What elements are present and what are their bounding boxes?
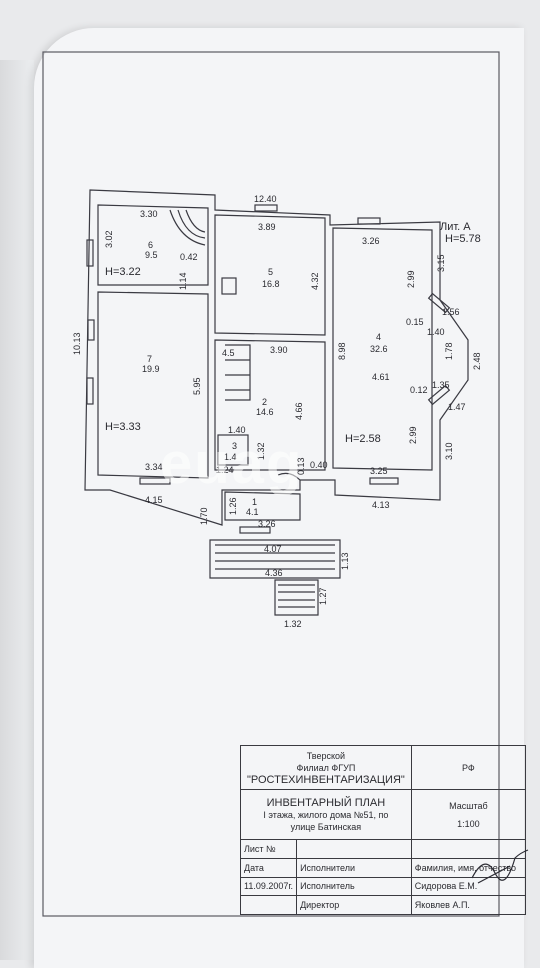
scale-cell: Масштаб 1:100 [410,789,527,840]
page-background [0,60,34,960]
executors-label: Исполнители [296,857,412,878]
svg-text:1.26: 1.26 [228,497,238,515]
svg-text:4.61: 4.61 [372,372,390,382]
room-area: 32.6 [370,344,388,354]
svg-text:1.35: 1.35 [432,380,450,390]
total-height-label: H=5.78 [445,233,481,245]
svg-text:3.10: 3.10 [444,442,454,460]
svg-text:1.27: 1.27 [318,587,328,605]
svg-text:0.40: 0.40 [310,460,328,470]
director-name: Яковлев А.П. [410,895,527,915]
date-label: Дата [239,857,298,878]
svg-text:0.12: 0.12 [410,385,428,395]
svg-text:3.34: 3.34 [145,462,163,472]
watermark: euag [160,431,304,496]
room-number: 5 [268,267,273,277]
svg-text:3.89: 3.89 [258,222,276,232]
svg-text:5.95: 5.95 [192,377,202,395]
svg-text:1.40: 1.40 [228,425,246,435]
svg-text:1.70: 1.70 [199,507,209,525]
svg-text:10.13: 10.13 [72,332,82,355]
svg-text:12.40: 12.40 [254,194,277,204]
room-3: 3 1.4 [224,441,237,462]
sheet-label: Лист № [239,839,298,859]
date-value: 11.09.2007г. [239,876,298,897]
svg-text:3.26: 3.26 [258,519,276,529]
svg-text:1.47: 1.47 [448,402,466,412]
svg-text:3.25: 3.25 [370,466,388,476]
room-number: 2 [262,397,267,407]
title-cell: ИНВЕНТАРНЫЙ ПЛАН I этажа, жилого дома №5… [240,789,412,840]
dimensions: 12.40 3.30 3.89 3.26 3.02 0.42 1.14 4.32… [72,194,482,629]
svg-text:0.42: 0.42 [180,252,198,262]
svg-text:3.26: 3.26 [362,236,380,246]
svg-text:2.99: 2.99 [406,270,416,288]
room-number: 4 [376,332,381,342]
svg-text:1.32: 1.32 [284,619,302,629]
svg-text:3.15: 3.15 [436,254,446,272]
signature-icon [471,849,529,884]
room-height: H=3.22 [105,266,141,278]
room-5: 5 16.8 [262,267,280,289]
svg-text:4.36: 4.36 [265,568,283,578]
svg-text:2.99: 2.99 [408,426,418,444]
svg-text:1.24: 1.24 [216,465,234,475]
room-height: H=3.33 [105,421,141,433]
svg-text:2.48: 2.48 [472,352,482,370]
title-block-stamp: Тверской Филиал ФГУП "РОСТЕХИНВЕНТАРИЗАЦ… [239,745,527,915]
org-cell: Тверской Филиал ФГУП "РОСТЕХИНВЕНТАРИЗАЦ… [240,745,412,790]
director-label: Директор [296,895,412,915]
outer-wall [84,189,469,526]
svg-text:1.13: 1.13 [340,552,350,570]
room-area: 1.4 [224,452,237,462]
svg-text:4.5: 4.5 [222,348,235,358]
room-number: 3 [232,441,237,451]
svg-text:0.15: 0.15 [406,317,424,327]
svg-text:4.15: 4.15 [145,495,163,505]
room-number: 7 [147,354,152,364]
svg-text:3.30: 3.30 [140,209,158,219]
room-area: 9.5 [145,250,158,260]
room-2: 2 14.6 [256,397,274,417]
svg-text:3.02: 3.02 [104,230,114,248]
svg-text:1.40: 1.40 [427,327,445,337]
room-area: 4.1 [246,507,259,517]
svg-text:1.14: 1.14 [178,272,188,290]
svg-text:4.07: 4.07 [264,544,282,554]
room-1: 1 4.1 [246,497,259,517]
room-area: 19.9 [142,364,160,374]
room-area: 16.8 [262,279,280,289]
room-number: 6 [148,240,153,250]
executor-label: Исполнитель [296,876,412,897]
room-7: 7 19.9 H=3.33 [105,354,160,433]
svg-text:4.13: 4.13 [372,500,390,510]
svg-text:4.32: 4.32 [310,272,320,290]
svg-text:3.90: 3.90 [270,345,288,355]
room-area: 14.6 [256,407,274,417]
room-number: 1 [252,497,257,507]
svg-text:1.32: 1.32 [256,442,266,460]
room-height: H=2.58 [345,433,381,445]
svg-text:0.13: 0.13 [296,457,306,475]
rf-cell: РФ [410,745,527,790]
svg-text:1.56: 1.56 [442,307,460,317]
lit-label: Лит. А [440,221,471,233]
svg-text:8.98: 8.98 [337,342,347,360]
room-6: 6 9.5 H=3.22 [105,240,158,278]
svg-text:4.66: 4.66 [294,402,304,420]
room-4: 4 32.6 H=2.58 [345,332,388,445]
svg-text:1.78: 1.78 [444,342,454,360]
